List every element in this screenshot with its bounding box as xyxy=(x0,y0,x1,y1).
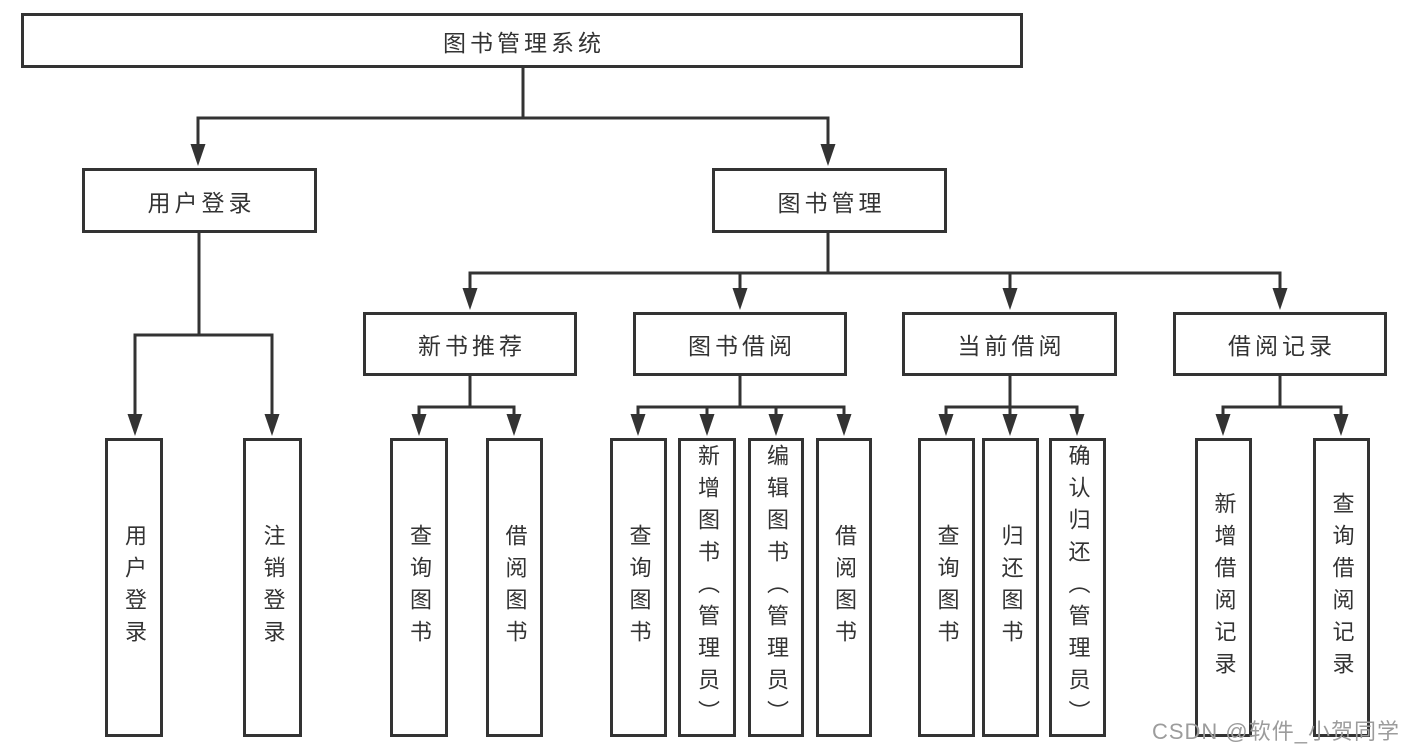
node-leaf-borrow-book-borrow: 借阅图书 xyxy=(816,438,872,737)
node-leaf-logout: 注销登录 xyxy=(243,438,302,737)
node-leaf-confirm-return-admin: 确认归还（管理员） xyxy=(1049,438,1106,737)
node-leaf-query-book-current: 查询图书 xyxy=(918,438,975,737)
node-leaf-return-book-label: 归还图书 xyxy=(998,523,1024,652)
node-leaf-borrow-book-borrow-label: 借阅图书 xyxy=(832,523,857,652)
node-leaf-query-borrow-record-label: 查询借阅记录 xyxy=(1329,491,1355,684)
node-leaf-borrow-book-rec-label: 借阅图书 xyxy=(502,523,528,652)
node-leaf-edit-book-admin: 编辑图书（管理员） xyxy=(748,438,804,737)
node-leaf-query-book-borrow: 查询图书 xyxy=(610,438,667,737)
node-leaf-user-login: 用户登录 xyxy=(105,438,163,737)
node-leaf-add-book-admin: 新增图书（管理员） xyxy=(678,438,736,737)
node-leaf-add-borrow-record-label: 新增借阅记录 xyxy=(1211,491,1237,684)
connector-book-mgmt-children xyxy=(462,233,1288,310)
node-new-book-rec: 新书推荐 xyxy=(363,312,577,376)
node-leaf-user-login-label: 用户登录 xyxy=(122,523,147,652)
node-book-mgmt: 图书管理 xyxy=(712,168,947,233)
node-current-borrow: 当前借阅 xyxy=(902,312,1117,376)
node-leaf-add-borrow-record: 新增借阅记录 xyxy=(1195,438,1252,737)
connector-book-borrow-children xyxy=(630,376,852,436)
node-leaf-edit-book-admin-label: 编辑图书（管理员） xyxy=(764,443,789,732)
connector-current-borrow-children xyxy=(938,376,1085,436)
node-borrow-records: 借阅记录 xyxy=(1173,312,1387,376)
node-user-login: 用户登录 xyxy=(82,168,317,233)
node-leaf-logout-label: 注销登录 xyxy=(260,523,286,652)
node-leaf-confirm-return-admin-label: 确认归还（管理员） xyxy=(1065,443,1091,732)
connector-root-to-level1 xyxy=(190,66,836,166)
node-book-borrow: 图书借阅 xyxy=(633,312,847,376)
node-leaf-borrow-book-rec: 借阅图书 xyxy=(486,438,543,737)
node-leaf-query-borrow-record: 查询借阅记录 xyxy=(1313,438,1370,737)
connector-borrow-records-children xyxy=(1215,376,1349,436)
node-leaf-query-book-rec: 查询图书 xyxy=(390,438,448,737)
connector-user-login-children xyxy=(127,233,280,436)
node-leaf-query-book-borrow-label: 查询图书 xyxy=(626,523,652,652)
node-leaf-return-book: 归还图书 xyxy=(982,438,1039,737)
csdn-watermark: CSDN @软件_小贺同学 xyxy=(1151,719,1400,744)
node-leaf-add-book-admin-label: 新增图书（管理员） xyxy=(695,443,720,732)
connector-new-book-rec-children xyxy=(411,376,522,436)
node-leaf-query-book-current-label: 查询图书 xyxy=(934,523,960,652)
node-leaf-query-book-rec-label: 查询图书 xyxy=(407,523,432,652)
node-root: 图书管理系统 xyxy=(21,13,1023,68)
